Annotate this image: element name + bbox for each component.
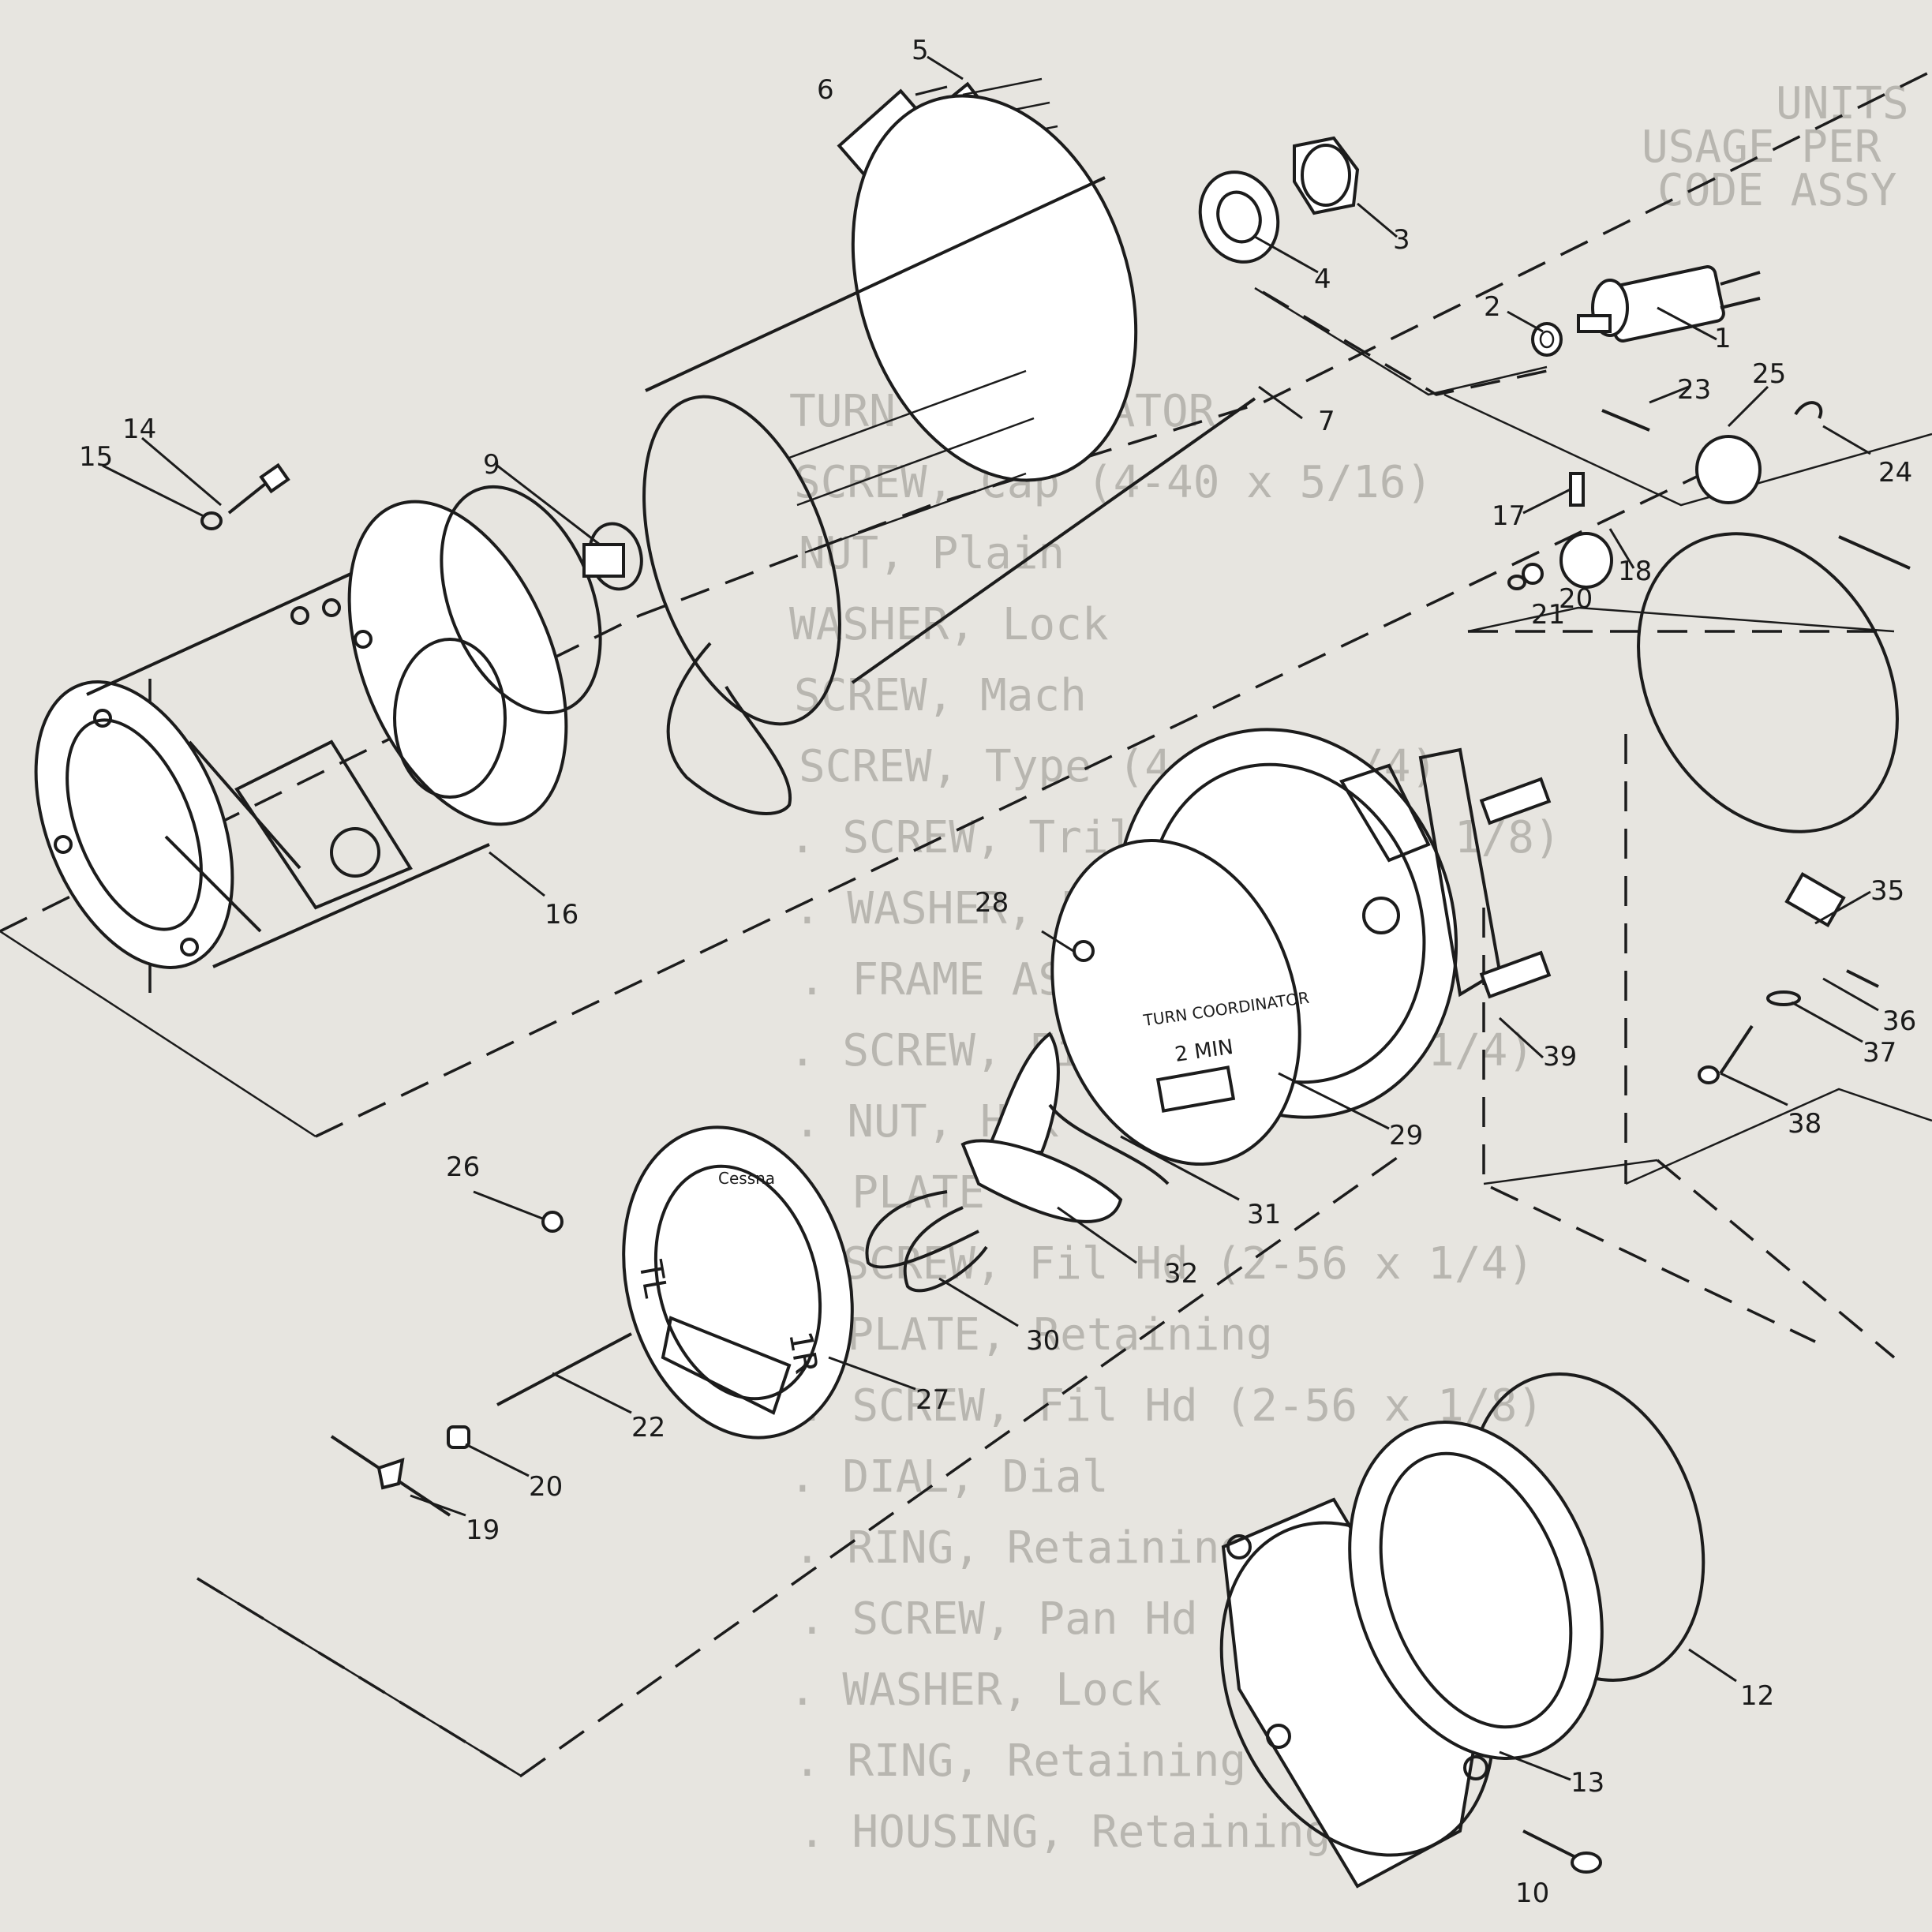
small-parts-17-21 <box>1507 472 1613 590</box>
callout-37: 37 <box>1863 1037 1896 1069</box>
callout-7: 7 <box>1318 406 1335 437</box>
callout-5: 5 <box>912 35 929 66</box>
callout-30: 30 <box>1026 1325 1060 1357</box>
callout-28: 28 <box>975 887 1009 919</box>
callout-6: 6 <box>817 74 834 106</box>
nut-part-2 <box>1531 322 1563 357</box>
callout-9: 9 <box>483 449 500 481</box>
bezel-left-marking: TL <box>631 1257 674 1301</box>
callout-10: 10 <box>1515 1878 1549 1909</box>
callout-39: 39 <box>1543 1041 1577 1073</box>
callout-25: 25 <box>1752 358 1786 390</box>
bezel-part-27: Cessna TL 1R <box>622 1125 854 1440</box>
bg-list-line: . SCREW, Fil Hd (2-56 x 1/8) <box>799 1380 1544 1432</box>
gyro-frame-assembly-part-16 <box>34 485 625 969</box>
callout-18: 18 <box>1618 556 1652 587</box>
callout-17: 17 <box>1492 500 1526 532</box>
small-parts-23-25 <box>1601 401 1911 570</box>
shaft-part-22 <box>496 1332 632 1406</box>
bg-list-line: . HOUSING, Retaining <box>799 1807 1331 1858</box>
small-parts-35-38 <box>1698 871 1879 1084</box>
callout-leaders <box>102 55 1879 1781</box>
callout-22: 22 <box>631 1412 665 1443</box>
bg-list-line: . DIAL, Dial <box>789 1451 1109 1503</box>
callout-31: 31 <box>1247 1199 1281 1230</box>
connector-part-1 <box>1577 265 1761 343</box>
callout-20b: 20 <box>529 1471 563 1503</box>
bg-list-line: WASHER, Lock <box>789 599 1109 650</box>
callout-1: 1 <box>1714 323 1732 354</box>
callout-15: 15 <box>79 441 113 473</box>
bg-header-1: UNITS <box>1776 78 1909 129</box>
callout-labels: 1 2 3 4 5 6 7 9 10 12 13 14 15 16 17 18 … <box>79 35 1916 1909</box>
bg-header-2: USAGE PER <box>1642 122 1881 173</box>
retaining-ring-right <box>1637 532 1899 833</box>
callout-19: 19 <box>466 1515 500 1546</box>
bezel-brand: Cessna <box>718 1169 775 1188</box>
bg-list-line: NUT, Plain <box>799 528 1065 579</box>
screw-part-14 <box>227 462 290 515</box>
callout-20a: 20 <box>1559 583 1593 615</box>
bg-list-line: . RING, Retaining <box>794 1522 1246 1574</box>
bg-header-3: CODE ASSY <box>1657 165 1896 216</box>
bezel-right-marking: 1R <box>781 1329 825 1376</box>
callout-35: 35 <box>1870 875 1904 907</box>
washer-part-4 <box>1198 170 1280 264</box>
screw-part-26 <box>541 1211 564 1233</box>
callout-32: 32 <box>1164 1258 1198 1290</box>
callout-24: 24 <box>1878 457 1912 489</box>
bg-list-line: . PLATE, Retaining <box>794 1309 1273 1361</box>
case-cylinder-part-7 <box>642 94 1256 815</box>
callout-2: 2 <box>1484 291 1501 323</box>
solid-alignment-lines <box>0 286 1932 1777</box>
washer-part-15 <box>200 511 223 530</box>
callout-27: 27 <box>915 1384 949 1416</box>
callout-14: 14 <box>122 414 156 445</box>
bg-list-line: . RING, Retaining <box>794 1735 1246 1787</box>
callout-23: 23 <box>1677 374 1711 406</box>
mounting-flange-part-13 <box>1219 1420 1604 1889</box>
callout-36: 36 <box>1882 1005 1916 1037</box>
callout-16: 16 <box>545 899 578 930</box>
bushing-part-20 <box>447 1425 470 1449</box>
dial-face-part-29: TURN COORDINATOR 2 MIN <box>1050 838 1310 1166</box>
bg-list-line: . WASHER, Lock <box>789 1664 1162 1716</box>
pointer-assembly-31-32 <box>960 1032 1170 1223</box>
callout-3: 3 <box>1393 224 1410 256</box>
callout-29: 29 <box>1389 1120 1423 1151</box>
screw-part-10 <box>1522 1829 1602 1874</box>
bg-list-line: SCREW, Cap (4-40 x 5/16) <box>794 457 1432 508</box>
bg-list-line: SCREW, Mach <box>794 670 1087 721</box>
callout-4: 4 <box>1314 264 1331 295</box>
pin-part-19 <box>330 1435 451 1517</box>
callout-12: 12 <box>1740 1680 1774 1712</box>
spring-part-30 <box>865 1190 988 1293</box>
callout-38: 38 <box>1788 1108 1822 1140</box>
callout-21: 21 <box>1531 599 1565 631</box>
hex-nut-part-3 <box>1293 136 1360 215</box>
callout-13: 13 <box>1571 1767 1604 1799</box>
callout-26: 26 <box>446 1151 480 1183</box>
screw-part-28 <box>1073 940 1095 962</box>
